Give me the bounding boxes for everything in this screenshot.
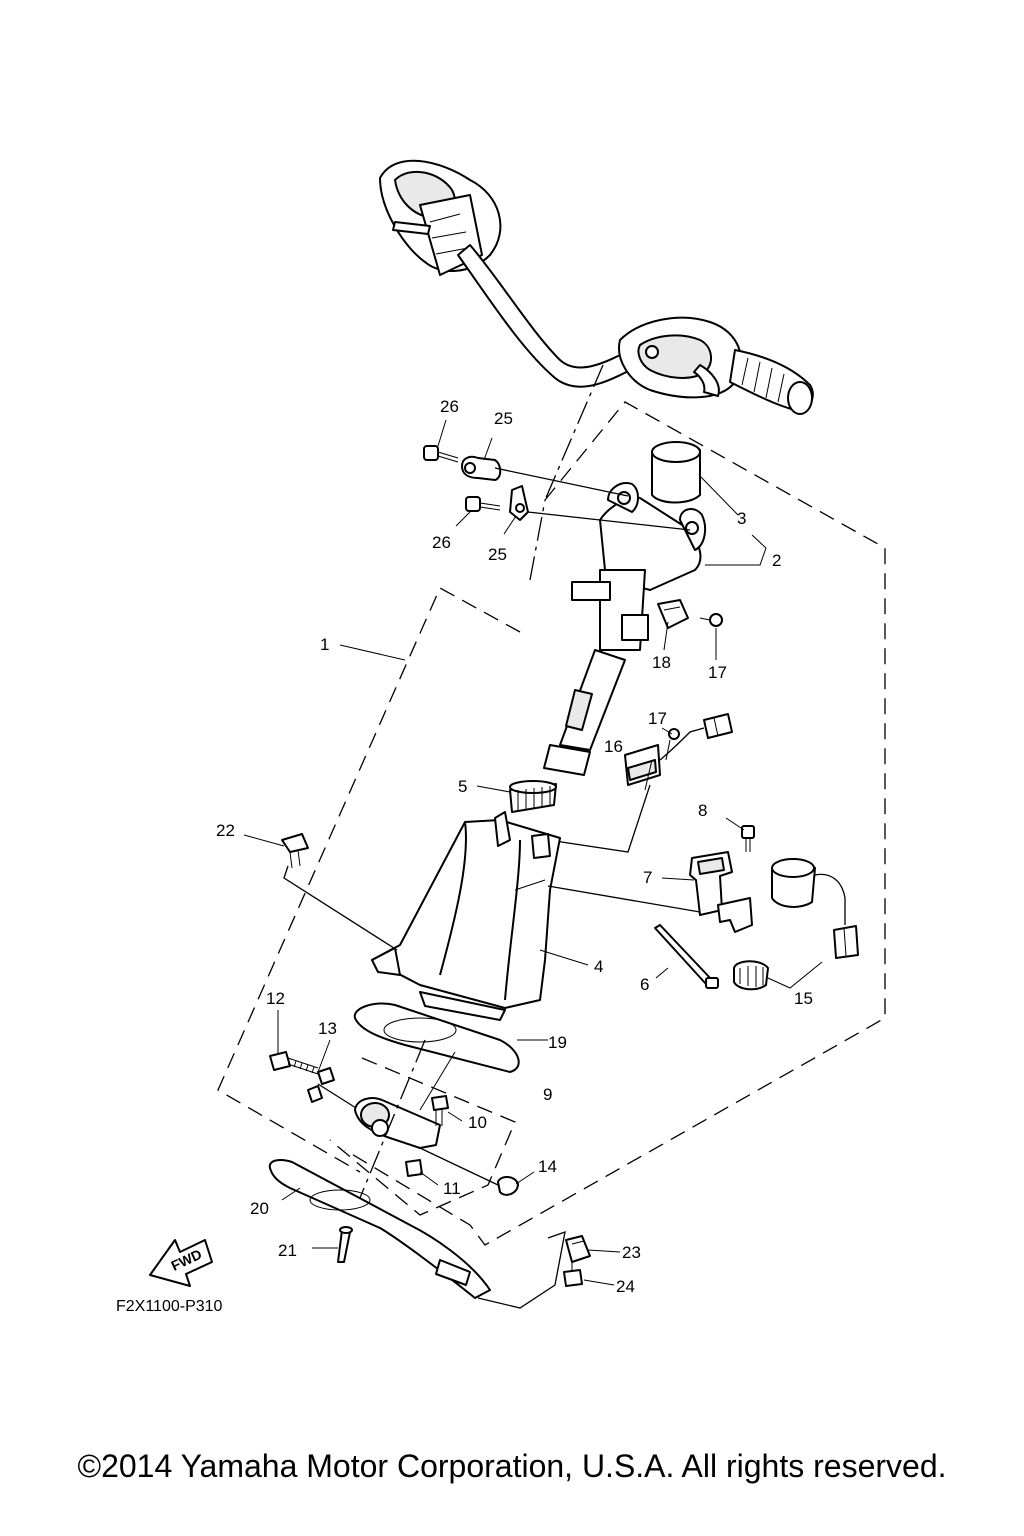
screw-upper <box>699 613 723 627</box>
leader-plate-clip <box>477 1231 566 1309</box>
callout-23: 23 <box>622 1243 641 1262</box>
mount-plate <box>268 1159 491 1299</box>
column-housing <box>371 811 561 1021</box>
callout-26a: 26 <box>440 397 459 416</box>
callout-18: 18 <box>652 653 671 672</box>
callout-24: 24 <box>616 1277 635 1296</box>
leader-bolt-pivot <box>317 1083 357 1109</box>
callout-1: 1 <box>320 635 329 654</box>
cable-tie <box>654 924 719 989</box>
pivot-nut-small <box>405 1159 423 1177</box>
callout-9: 9 <box>543 1085 552 1104</box>
long-bolt <box>269 1051 319 1075</box>
copyright-notice: ©2014 Yamaha Motor Corporation, U.S.A. A… <box>77 1448 947 1484</box>
callout-5: 5 <box>458 777 467 796</box>
screw-switch <box>741 825 755 852</box>
housing-bolt <box>281 833 309 869</box>
callout-17b: 17 <box>708 663 727 682</box>
column-bushing <box>509 780 557 813</box>
callout-25b: 25 <box>488 545 507 564</box>
callout-25a: 25 <box>494 409 513 428</box>
callout-17a: 17 <box>648 709 667 728</box>
centerline-column <box>529 499 546 581</box>
callout-16: 16 <box>604 737 623 756</box>
callout-22: 22 <box>216 821 235 840</box>
leader-housing-bolt <box>283 865 398 951</box>
leader-sensor-route <box>534 784 651 853</box>
leader-pivot-nut <box>419 1147 499 1186</box>
callout-10: 10 <box>468 1113 487 1132</box>
sensor-bracket <box>657 599 689 629</box>
fwd-arrow: FWD <box>149 1239 213 1287</box>
plate-clip <box>565 1235 591 1263</box>
callout-8: 8 <box>698 801 707 820</box>
housing-gasket <box>353 1002 520 1073</box>
spacer-clip <box>307 1067 335 1103</box>
leader-clamp-upper <box>494 467 629 497</box>
callout-14: 14 <box>538 1157 557 1176</box>
centerline-handlebar <box>544 364 604 501</box>
column-sleeve <box>651 441 701 504</box>
group-outline-9 <box>329 1057 516 1216</box>
callout-21: 21 <box>278 1241 297 1260</box>
clamp-lower <box>509 485 529 521</box>
callout-7: 7 <box>643 868 652 887</box>
clamp-upper <box>461 455 502 481</box>
handlebar-assembly <box>379 159 814 415</box>
callout-3: 3 <box>737 509 746 528</box>
callout-12: 12 <box>266 989 285 1008</box>
switch-holder <box>689 851 753 933</box>
callout-19: 19 <box>548 1033 567 1052</box>
kill-switch <box>733 858 859 991</box>
steering-column <box>543 482 707 776</box>
callout-11: 11 <box>443 1179 461 1198</box>
pivot-nut <box>497 1176 519 1196</box>
leader-clamp-lower <box>527 511 691 531</box>
callout-6: 6 <box>640 975 649 994</box>
callout-4: 4 <box>594 957 603 976</box>
steering-sensor <box>624 713 733 786</box>
plate-bolt <box>563 1260 583 1287</box>
callout-numbers: 1 2 3 4 5 6 7 8 9 10 11 12 13 14 15 16 1… <box>216 397 813 1296</box>
callout-2: 2 <box>772 551 781 570</box>
callout-15: 15 <box>794 989 813 1008</box>
callout-26b: 26 <box>432 533 451 552</box>
callout-leaders <box>243 419 823 1286</box>
centerline-pivot <box>354 1039 426 1211</box>
bolt-lower <box>465 496 501 512</box>
rivet-pin <box>337 1226 353 1263</box>
group-outline-2 <box>344 401 886 1246</box>
callout-20: 20 <box>250 1199 269 1218</box>
pivot-bolt <box>431 1095 449 1126</box>
steering-pivot <box>354 1097 441 1149</box>
leader-switch-bracket <box>547 885 701 913</box>
group-outline-1 <box>217 587 521 1173</box>
diagram-reference-code: F2X1100-P310 <box>116 1298 223 1315</box>
bolt-upper <box>423 445 459 463</box>
callout-13: 13 <box>318 1019 337 1038</box>
